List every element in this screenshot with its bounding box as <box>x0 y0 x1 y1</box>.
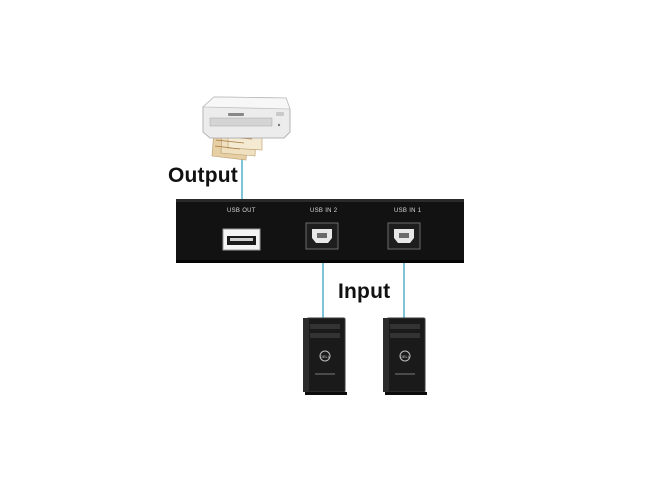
printer-icon <box>201 96 291 161</box>
usb-in1-port <box>387 222 421 250</box>
usb-out-port-label: USB OUT <box>227 208 256 214</box>
input-label: Input <box>338 280 391 303</box>
svg-text:DELL: DELL <box>320 354 331 359</box>
svg-text:DELL: DELL <box>400 354 411 359</box>
usb-in1-port-label: USB IN 1 <box>394 208 422 214</box>
usb-switch-box <box>176 199 464 263</box>
computer-tower-left-icon: DELL <box>303 317 347 395</box>
usb-in2-port-label: USB IN 2 <box>310 208 338 214</box>
usb-in2-port <box>305 222 339 250</box>
usb-out-port <box>222 228 261 251</box>
computer-tower-right-icon: DELL <box>383 317 427 395</box>
output-label: Output <box>168 164 239 187</box>
